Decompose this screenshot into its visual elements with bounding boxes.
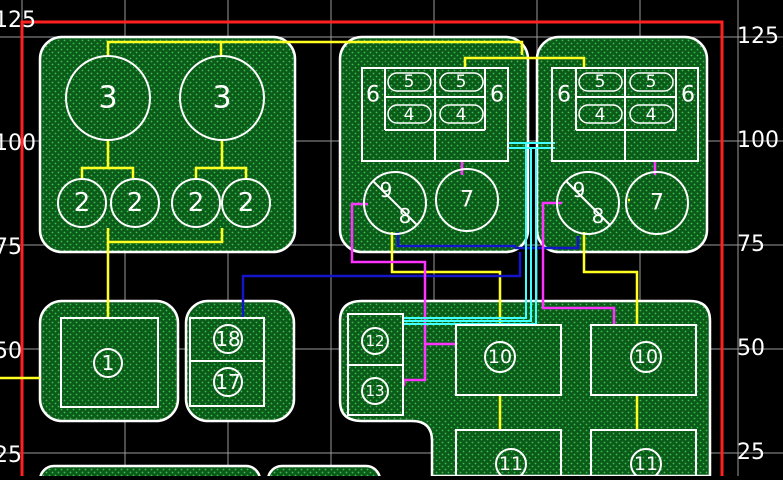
label-1: 1 xyxy=(102,351,115,375)
label-6d: 6 xyxy=(681,83,695,108)
component-98a-body[interactable] xyxy=(363,171,427,235)
component-7a-body[interactable] xyxy=(435,168,499,232)
label-3b: 3 xyxy=(212,81,231,116)
label-4a: 4 xyxy=(404,105,415,125)
label-5b: 5 xyxy=(456,72,467,92)
component-98b-body[interactable] xyxy=(556,171,620,235)
label-6c: 6 xyxy=(557,83,571,108)
label-10b: 10 xyxy=(634,346,658,368)
label-8b: 8 xyxy=(592,204,605,228)
component-10b-body[interactable] xyxy=(590,324,697,396)
label-2a: 2 xyxy=(74,188,91,218)
label-2c: 2 xyxy=(188,188,205,218)
label-12: 12 xyxy=(365,332,384,350)
label-8a: 8 xyxy=(399,204,412,228)
pad-top-left xyxy=(38,35,297,254)
label-3a: 3 xyxy=(98,81,117,116)
component-7b-body[interactable] xyxy=(625,171,689,235)
label-11b: 11 xyxy=(634,453,658,475)
component-2b-body[interactable] xyxy=(110,178,160,228)
axis-label-left-100: 100 xyxy=(0,131,36,156)
component-2d-body[interactable] xyxy=(221,178,271,228)
label-13: 13 xyxy=(365,382,384,400)
component-10a-body[interactable] xyxy=(455,324,562,396)
axis-label-left-25: 25 xyxy=(0,443,22,468)
component-2c-body[interactable] xyxy=(171,178,221,228)
label-5d: 5 xyxy=(646,72,657,92)
label-6b: 6 xyxy=(490,83,504,108)
axis-label-right-25: 25 xyxy=(737,440,765,465)
label-10a: 10 xyxy=(488,346,512,368)
axis-label-right-50: 50 xyxy=(737,336,765,361)
component-3b-body[interactable] xyxy=(179,55,265,141)
axis-label-left-75: 75 xyxy=(0,235,22,260)
label-9a: 9 xyxy=(380,178,393,202)
axis-label-right-125: 125 xyxy=(737,24,779,49)
axis-label-right-75: 75 xyxy=(737,232,765,257)
label-4c: 4 xyxy=(595,105,606,125)
label-4d: 4 xyxy=(646,105,657,125)
label-18: 18 xyxy=(215,327,240,351)
label-2b: 2 xyxy=(127,188,144,218)
label-9b: 9 xyxy=(573,178,586,202)
component-11b-body[interactable] xyxy=(590,429,697,480)
label-7a: 7 xyxy=(460,188,474,213)
pad-bottom-left-1 xyxy=(38,464,262,480)
label-7b: 7 xyxy=(650,191,664,216)
component-2a-body[interactable] xyxy=(57,178,107,228)
axis-label-left-50: 50 xyxy=(0,339,22,364)
component-3a-body[interactable] xyxy=(65,55,151,141)
label-4b: 4 xyxy=(456,105,467,125)
label-5c: 5 xyxy=(595,72,606,92)
axis-label-right-100: 100 xyxy=(737,128,779,153)
label-11a: 11 xyxy=(499,453,523,475)
pad-bottom-right xyxy=(338,299,712,478)
label-6a: 6 xyxy=(366,83,380,108)
board-outline xyxy=(20,20,724,476)
label-17: 17 xyxy=(215,370,240,394)
yellow-traces xyxy=(0,40,639,430)
label-5a: 5 xyxy=(404,72,415,92)
axis-label-left-125: 125 xyxy=(0,8,36,33)
label-2d: 2 xyxy=(238,188,255,218)
component-11a-body[interactable] xyxy=(455,429,562,480)
pad-bottom-left-2 xyxy=(266,464,382,480)
component-1-body[interactable] xyxy=(60,317,159,408)
